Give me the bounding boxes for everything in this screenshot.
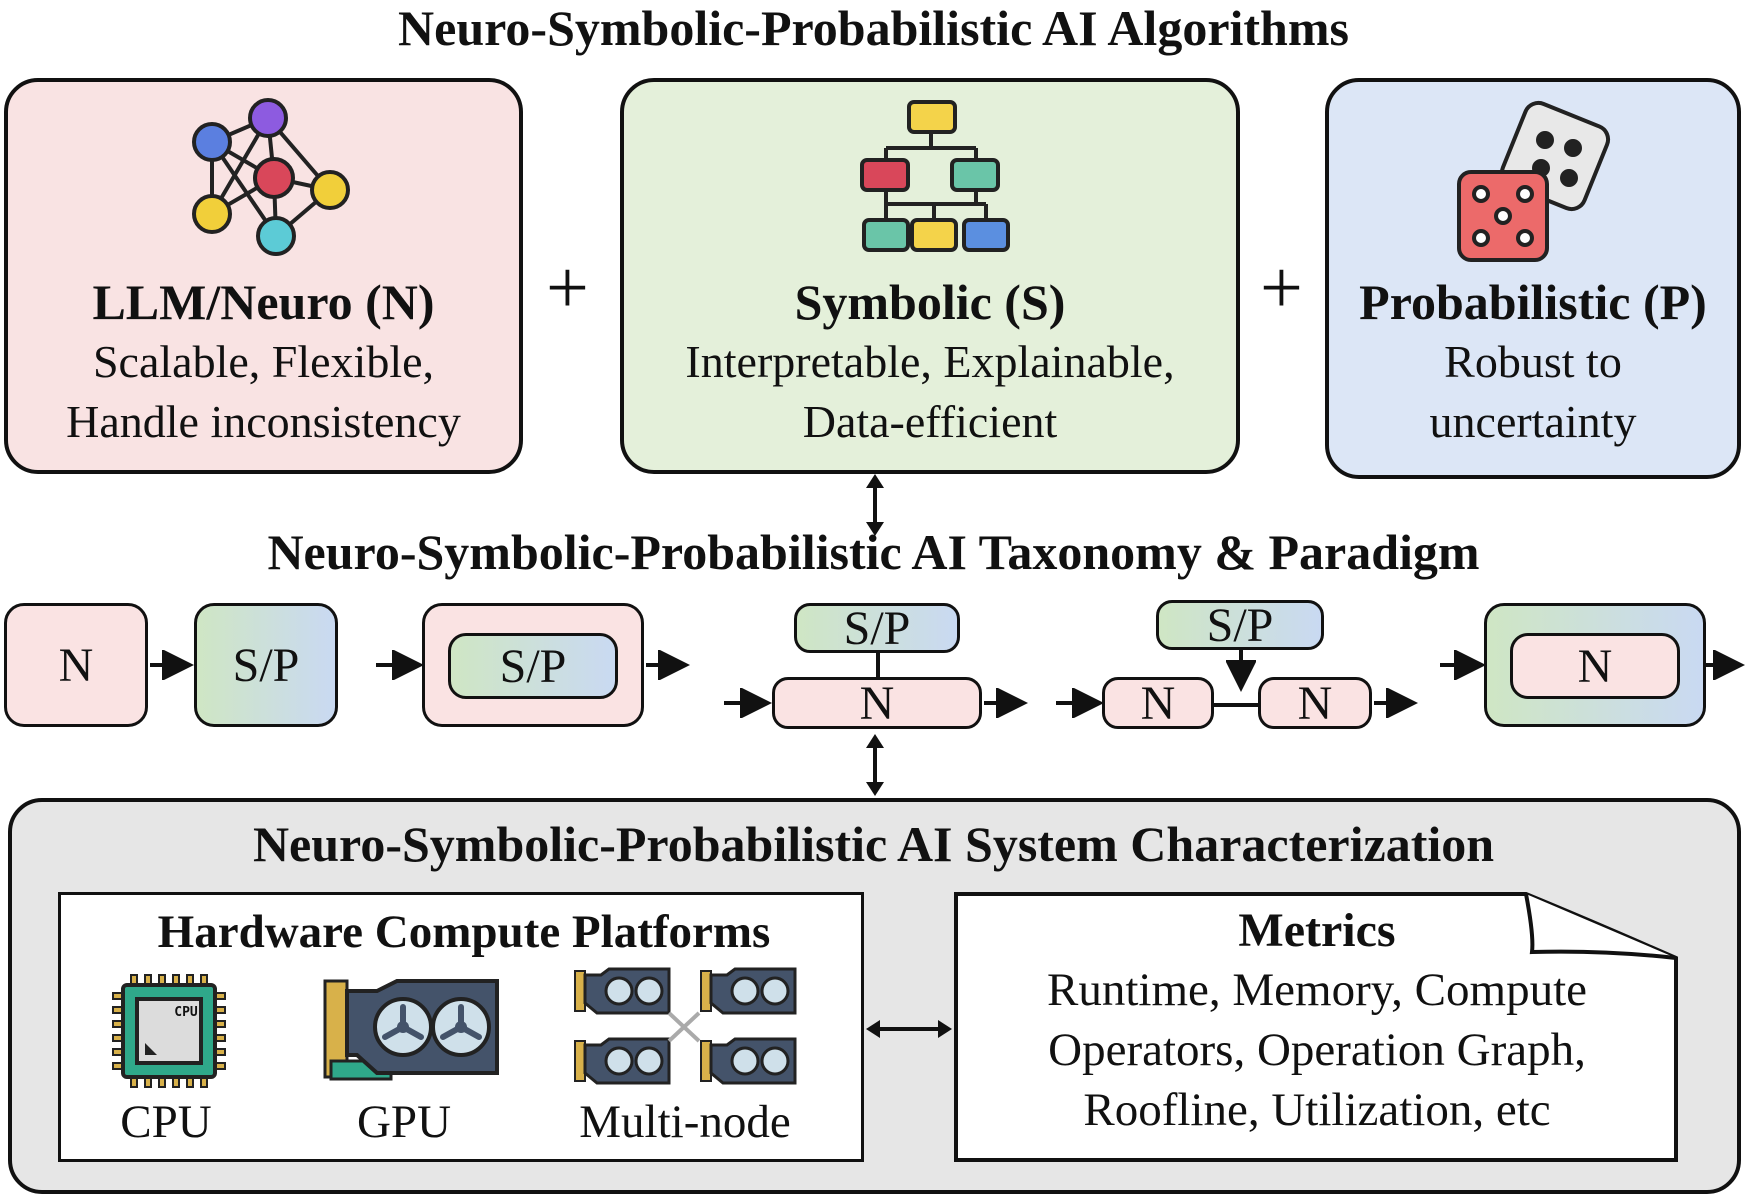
paradigm4-in-arrow [1056,688,1104,718]
paradigm2-out-arrow [646,650,690,680]
paradigm3-sp-box: S/P [794,601,960,655]
metrics-title: Metrics [1238,904,1396,957]
double-arrow-horizontal [866,1020,952,1038]
paradigm4-left-n-box: N [1102,676,1214,730]
paradigm4-right-n-box: N [1258,676,1372,730]
metrics-line3: Roofline, Utilization, etc [1083,1084,1551,1136]
paradigm1-arrow [150,650,194,680]
symbolic-line2: Data-efficient [802,396,1058,447]
double-arrow-top [866,474,884,536]
plus-sign-2: + [1260,246,1303,330]
neuro-line2: Handle inconsistency [66,396,461,447]
plus-sign-1: + [546,246,589,330]
multi-node-label: Multi-node [579,1096,791,1148]
paradigm4-out-arrow [1374,688,1418,718]
hardware-panel: Hardware Compute Platforms CPU [58,892,864,1162]
paradigm5-inner-n-box: N [1510,633,1680,699]
paradigm2-inner-sp-box: S/P [448,633,618,699]
probabilistic-line1: Robust to [1444,336,1622,387]
paradigm3-out-arrow [984,688,1028,718]
paradigm2-in-arrow [376,650,424,680]
symbolic-line1: Interpretable, Explainable, [685,336,1175,387]
symbolic-heading: Symbolic (S) [794,274,1066,330]
metrics-line2: Operators, Operation Graph, [1048,1024,1586,1076]
paradigm4-right-n-label: N [1297,676,1333,730]
paradigm4-sp-box: S/P [1156,598,1324,652]
paradigm5-n-label: N [1577,639,1613,693]
cpu-icon [111,973,227,1089]
dice-icon [1457,100,1611,262]
paradigm1-n-box: N [4,603,148,727]
paradigm3-n-box: N [772,676,982,730]
neuro-heading: LLM/Neuro (N) [92,274,435,330]
probabilistic-card: Probabilistic (P) Robust to uncertainty [1325,78,1741,479]
paradigm3-n-label: N [859,676,895,730]
probabilistic-heading: Probabilistic (P) [1359,274,1707,330]
paradigm1-sp-label: S/P [232,638,300,692]
gpu-icon [323,979,499,1081]
hardware-title: Hardware Compute Platforms [157,906,771,958]
symbolic-card: Symbolic (S) Interpretable, Explainable,… [620,78,1240,474]
paradigm3-connector [876,653,880,677]
neural-network-icon [192,98,350,256]
paradigm3-in-arrow [724,688,772,718]
cpu-chip-text: CPU [174,1005,198,1020]
paradigm1-n-label: N [58,638,94,692]
taxonomy-title: Neuro-Symbolic-Probabilistic AI Taxonomy… [267,524,1480,580]
probabilistic-line2: uncertainty [1429,396,1637,447]
system-title: Neuro-Symbolic-Probabilistic AI System C… [252,816,1495,872]
algorithms-title: Neuro-Symbolic-Probabilistic AI Algorith… [398,0,1349,56]
double-arrow-bottom [866,734,884,796]
metrics-document-shape [954,892,1678,1162]
paradigm4-down-arrow [1226,650,1256,692]
paradigm4-left-n-label: N [1140,676,1176,730]
paradigm5-out-arrow [1706,650,1745,680]
paradigm5-in-arrow [1440,650,1486,680]
paradigm2-sp-label: S/P [499,639,567,693]
paradigm1-sp-box: S/P [194,603,338,727]
gpu-label: GPU [356,1096,452,1148]
neuro-line1: Scalable, Flexible, [92,336,435,387]
neuro-card: LLM/Neuro (N) Scalable, Flexible, Handle… [4,78,523,474]
paradigm3-sp-label: S/P [843,601,911,655]
paradigm4-sp-label: S/P [1206,598,1274,652]
multi-node-icon [573,967,797,1085]
cpu-label: CPU [120,1096,212,1148]
metrics-line1: Runtime, Memory, Compute [1046,964,1588,1016]
paradigm4-mid-line [1214,703,1258,707]
hierarchy-tree-icon [860,100,1010,252]
